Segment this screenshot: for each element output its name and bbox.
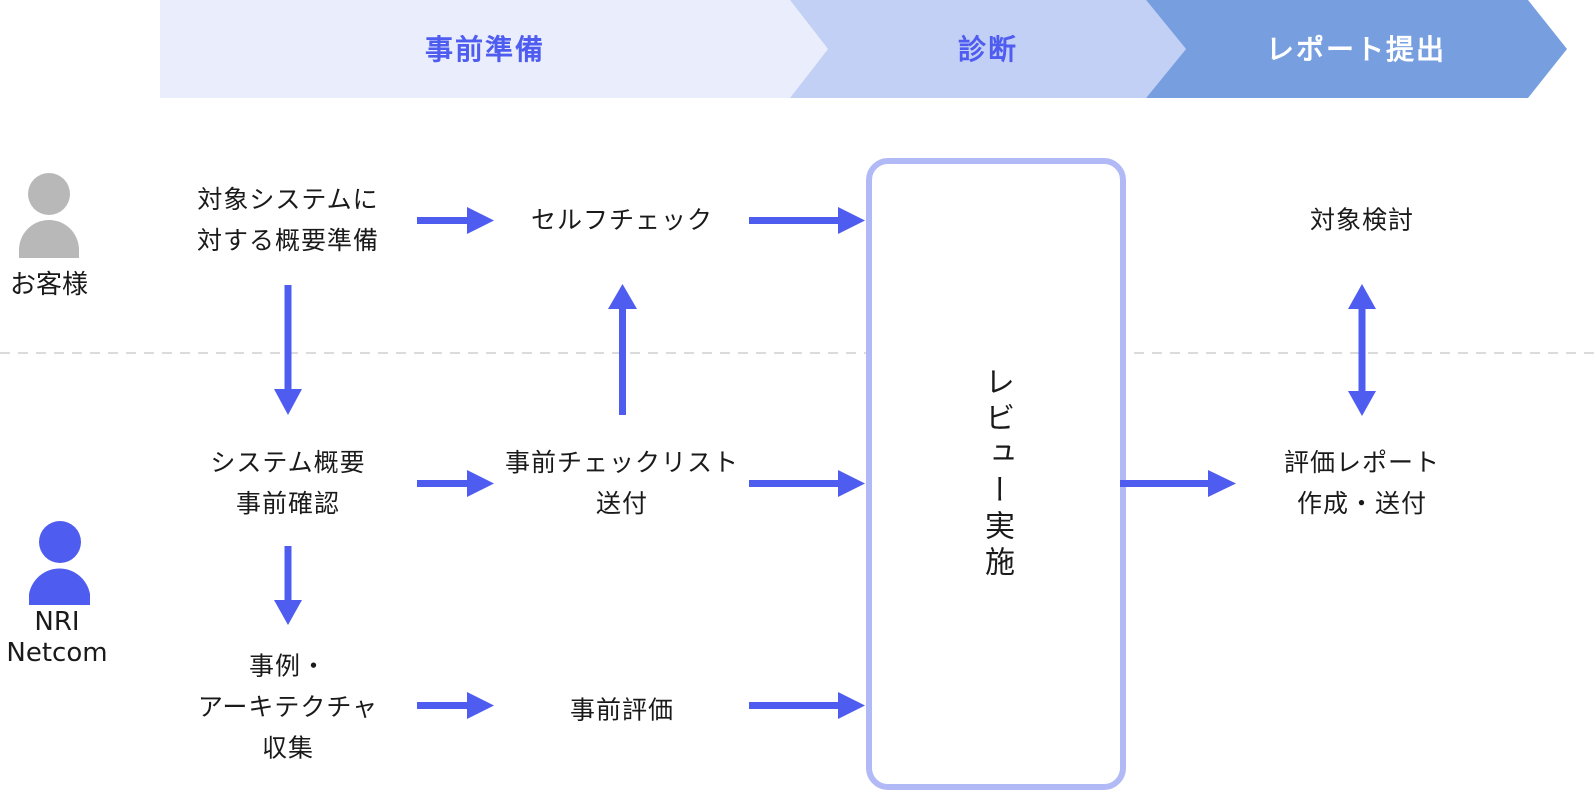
phase-chevron-preparation (160, 0, 828, 98)
nri-person-icon (29, 521, 90, 605)
node-target-review: 対象検討 (1309, 205, 1415, 235)
phase-label-report: レポート提出 (1265, 33, 1446, 66)
node-pre-eval: 事前評価 (569, 695, 675, 725)
actor-label-customer: お客様 (9, 270, 89, 300)
node-case-collect: 事例・ アーキテクチャ 収集 (197, 651, 379, 763)
arrow-selfcheck-to-review (749, 207, 865, 234)
phase-chevron-diagnosis (790, 0, 1186, 98)
actor-label-nri: NRI Netcom (6, 607, 108, 668)
phase-label-diagnosis: 診断 (957, 33, 1018, 66)
node-overview-prep: 対象システムに 対する概要準備 (196, 185, 380, 255)
arrow-checklist-to-selfcheck (608, 284, 637, 415)
review-box: レビュー実施 (866, 158, 1126, 790)
arrow-checklist-to-review (749, 470, 865, 497)
node-checklist-send: 事前チェックリスト 送付 (504, 448, 740, 518)
arrow-confirm-to-cases (274, 546, 302, 625)
node-self-check: セルフチェック (530, 205, 714, 235)
phase-label-preparation: 事前準備 (424, 33, 545, 66)
node-system-confirm: システム概要 事前確認 (210, 448, 366, 518)
node-report-send: 評価レポート 作成・送付 (1283, 448, 1441, 518)
arrow-target-report-bidirectional (1348, 284, 1376, 416)
arrow-prep-to-confirm (274, 285, 302, 415)
actor-icons (19, 173, 90, 605)
customer-person-icon (19, 173, 79, 258)
arrow-preeval-to-review (749, 692, 865, 719)
arrow-cases-to-preeval (417, 692, 494, 719)
phase-banner (160, 0, 1567, 98)
review-label: レビュー実施 (979, 366, 1014, 582)
arrow-review-to-report (1120, 470, 1236, 497)
phase-chevron-report (1146, 0, 1567, 98)
arrow-prep-to-selfcheck (417, 207, 494, 234)
arrow-confirm-to-checklist (417, 470, 494, 497)
